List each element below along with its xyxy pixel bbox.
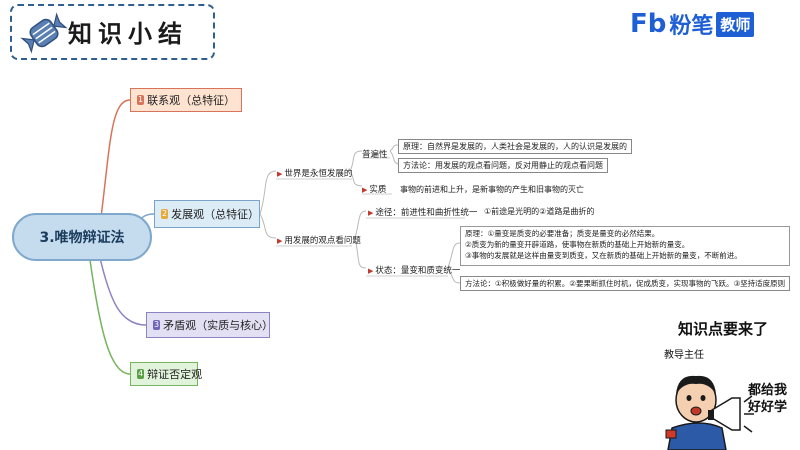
state-node: ▶状态：量变和质变统一 bbox=[368, 266, 461, 276]
teacher-megaphone-icon bbox=[665, 375, 754, 450]
wrapped-candy-icon bbox=[20, 12, 68, 54]
tag-icon: 1 bbox=[137, 95, 145, 105]
branch-development: 2 发展观（总特征） bbox=[154, 200, 260, 228]
flag-icon: ▶ bbox=[362, 186, 368, 194]
mindmap-root: 3.唯物辩证法 bbox=[12, 213, 152, 261]
brand-badge: 教师 bbox=[716, 11, 755, 37]
header-panel bbox=[10, 4, 215, 60]
method-leaf: 方法论：用发展的观点看问题，反对用静止的观点看问题 bbox=[398, 158, 608, 173]
principle-leaf: 原理：自然界是发展的，人类社会是发展的，人的认识是发展的 bbox=[398, 139, 632, 154]
notice-role: 教导主任 bbox=[664, 350, 704, 361]
branch-connection: 1 联系观（总特征） bbox=[130, 88, 242, 112]
branch-label: 矛盾观（实质与核心） bbox=[163, 319, 274, 332]
flag-icon: ▶ bbox=[277, 170, 283, 178]
branch-label: 联系观（总特征） bbox=[147, 94, 236, 107]
state-principle-line-1: 原理：①量变是质变的必要准备；质变是量变的必然结果。 bbox=[465, 229, 660, 238]
flag-icon: ▶ bbox=[277, 237, 283, 245]
path-node: ▶途径：前进性和曲折性统一 bbox=[368, 208, 478, 218]
brand-mark: Fb bbox=[630, 9, 667, 39]
state-principle-line-3: ③事物的发展就是这样由量变到质变，又在新质的基础上开始新的量变，不断前进。 bbox=[465, 251, 742, 260]
flag-icon: ▶ bbox=[368, 209, 374, 217]
universality-node: 普遍性 bbox=[362, 150, 388, 160]
path-leaf: ①前途是光明的②道路是曲折的 bbox=[484, 207, 595, 216]
state-principle-box: 原理：①量变是质变的必要准备；质变是量变的必然结果。 ②质变为新的量变开辟道路，… bbox=[460, 226, 790, 266]
world-node: ▶世界是永恒发展的 bbox=[277, 169, 353, 179]
branch-contradiction: 3 矛盾观（实质与核心） bbox=[146, 312, 274, 338]
branch-negation: 4 辩证否定观 bbox=[130, 362, 202, 386]
state-method-leaf: 方法论：①积极做好量的积累。②要果断抓住时机，促成质变，实现事物的飞跃。③坚持适… bbox=[460, 276, 791, 291]
branch-label: 辩证否定观 bbox=[147, 368, 203, 381]
page-title: 知识小结 bbox=[68, 19, 188, 48]
essence-node: ▶实质 bbox=[362, 185, 387, 195]
view-node: ▶用发展的观点看问题 bbox=[277, 236, 361, 246]
brand-name: 粉笔 bbox=[669, 14, 714, 39]
notice-bubble-text: 都给我 好好学 bbox=[748, 383, 788, 415]
tag-icon: 4 bbox=[137, 369, 145, 379]
tag-icon: 2 bbox=[161, 209, 169, 219]
essence-leaf: 事物的前进和上升，是新事物的产生和旧事物的灭亡 bbox=[400, 185, 584, 194]
branch-label: 发展观（总特征） bbox=[171, 208, 260, 221]
flag-icon: ▶ bbox=[368, 267, 374, 275]
state-principle-line-2: ②质变为新的量变开辟道路，使事物在新质的基础上开始新的量变。 bbox=[465, 240, 690, 249]
tag-icon: 3 bbox=[153, 320, 161, 330]
notice-title: 知识点要来了 bbox=[678, 320, 769, 338]
brand-logo: Fb 粉笔 教师 bbox=[630, 8, 755, 40]
